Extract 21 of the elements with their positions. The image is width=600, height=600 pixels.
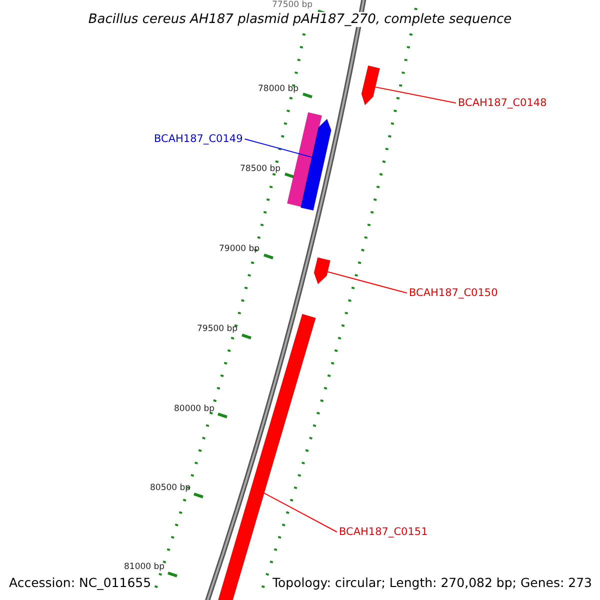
gene-label: BCAH187_C0149 [154, 133, 243, 145]
gene-label: BCAH187_C0151 [339, 526, 428, 538]
gene-arrow [300, 118, 332, 211]
gene-bar [286, 112, 322, 207]
position-label: 78000 bp [258, 84, 299, 94]
gene-label: BCAH187_C0150 [409, 287, 498, 299]
info-text: Topology: circular; Length: 270,082 bp; Genes: 273 [272, 575, 592, 590]
info-text: Accession: NC_011655 [9, 575, 152, 590]
leader-line [264, 492, 338, 532]
leader-line [244, 138, 312, 158]
gene-label: BCAH187_C0148 [458, 97, 547, 109]
position-label: 80500 bp [150, 483, 191, 493]
gene-arrow [314, 257, 331, 284]
leader-line [374, 86, 456, 104]
position-label: 78500 bp [240, 164, 281, 174]
position-label: 79500 bp [197, 324, 238, 334]
leader-line [327, 271, 408, 294]
gene-arrow [361, 65, 380, 106]
position-label: 77500 bp [272, 0, 313, 10]
position-label: 79000 bp [219, 244, 260, 254]
position-label: 81000 bp [124, 562, 165, 572]
